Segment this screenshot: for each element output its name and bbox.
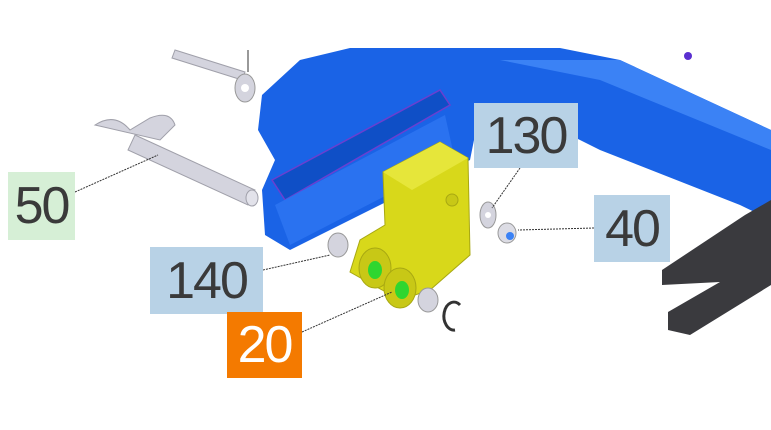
leader-lines [74,154,595,333]
callout-40: 40 [594,195,670,262]
dark-fork [662,200,771,335]
hardware [327,201,517,332]
callout-140: 140 [150,247,263,314]
green-bushing [395,281,409,299]
callout-20: 20 [227,312,302,378]
green-bushing [368,261,382,279]
pin-part [93,49,259,207]
callout-50: 50 [8,172,75,240]
callout-130: 130 [474,103,578,168]
yellow-bracket [349,141,471,309]
